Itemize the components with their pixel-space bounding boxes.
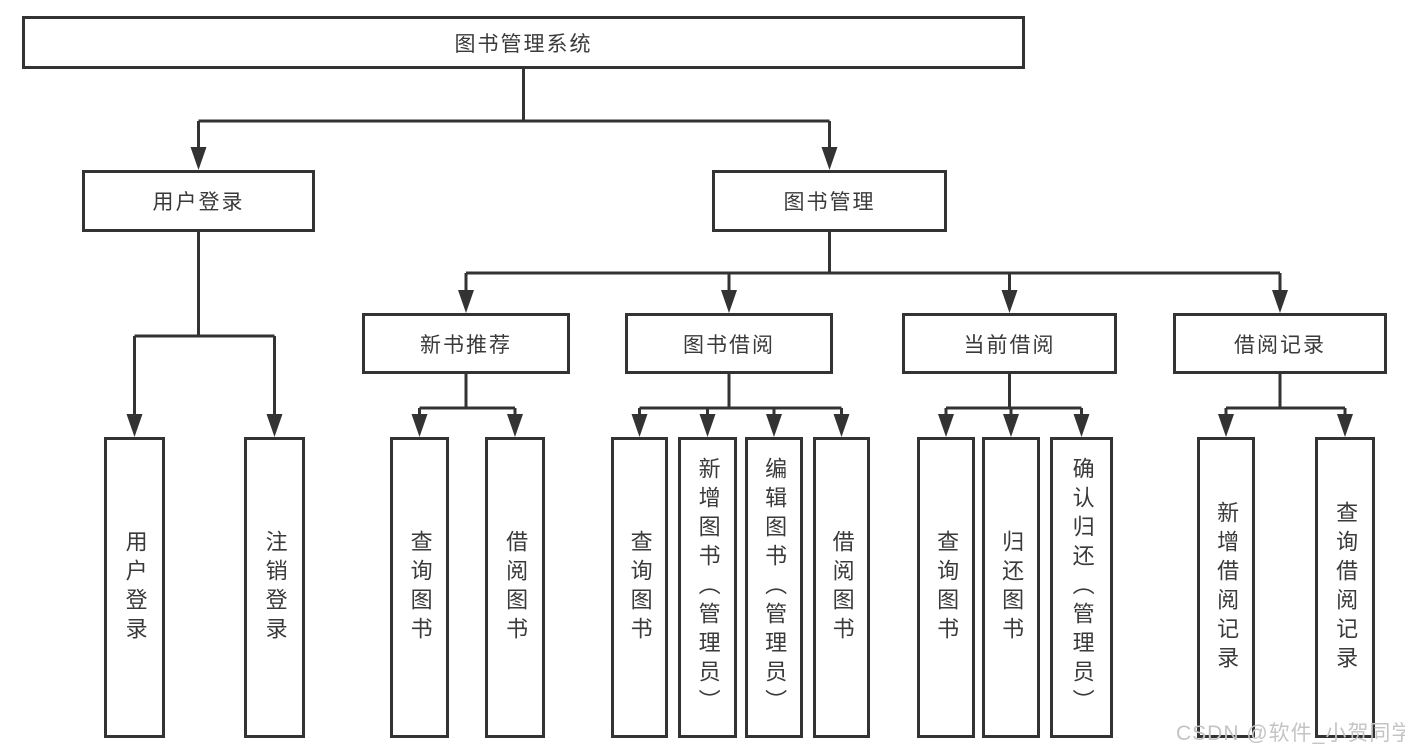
node-new-book-recommend: 新书推荐: [362, 313, 570, 374]
leaf-add-borrow-record: 新增借阅记录: [1197, 437, 1255, 738]
node-book-borrow: 图书借阅: [625, 313, 833, 374]
connector-root-to-level2: [197, 69, 831, 150]
node-book-management: 图书管理: [712, 170, 947, 232]
connector-current-borrow-to-leaves: [944, 374, 1083, 416]
leaf-query-books-borrow: 查询图书: [611, 437, 668, 738]
leaf-confirm-return-admin: 确认归还（管理员）: [1050, 437, 1113, 738]
leaf-query-borrow-record: 查询借阅记录: [1315, 437, 1375, 738]
leaf-query-books-current: 查询图书: [917, 437, 975, 738]
leaf-add-books-admin: 新增图书（管理员）: [678, 437, 737, 738]
node-current-borrow: 当前借阅: [902, 313, 1117, 374]
connector-book-borrow-to-leaves: [638, 374, 843, 416]
leaf-return-books: 归还图书: [982, 437, 1040, 738]
node-user-login: 用户登录: [82, 170, 315, 232]
leaf-borrow-books: 借阅图书: [813, 437, 870, 738]
node-library-management-system: 图书管理系统: [22, 16, 1025, 69]
csdn-watermark: CSDN @软件_小贺同学: [1176, 722, 1405, 745]
connector-borrow-records-to-leaves: [1224, 374, 1347, 416]
leaf-borrow-books-recommend: 借阅图书: [485, 437, 545, 738]
connector-new-book-to-leaves: [418, 374, 517, 416]
leaf-query-books-recommend: 查询图书: [390, 437, 449, 738]
connector-book-mgmt-to-level3: [464, 232, 1282, 292]
node-borrow-records: 借阅记录: [1173, 313, 1387, 374]
leaf-logout: 注销登录: [244, 437, 305, 738]
leaf-edit-books-admin: 编辑图书（管理员）: [745, 437, 803, 738]
connector-user-login-to-leaves: [133, 232, 276, 416]
leaf-user-login: 用户登录: [104, 437, 165, 738]
